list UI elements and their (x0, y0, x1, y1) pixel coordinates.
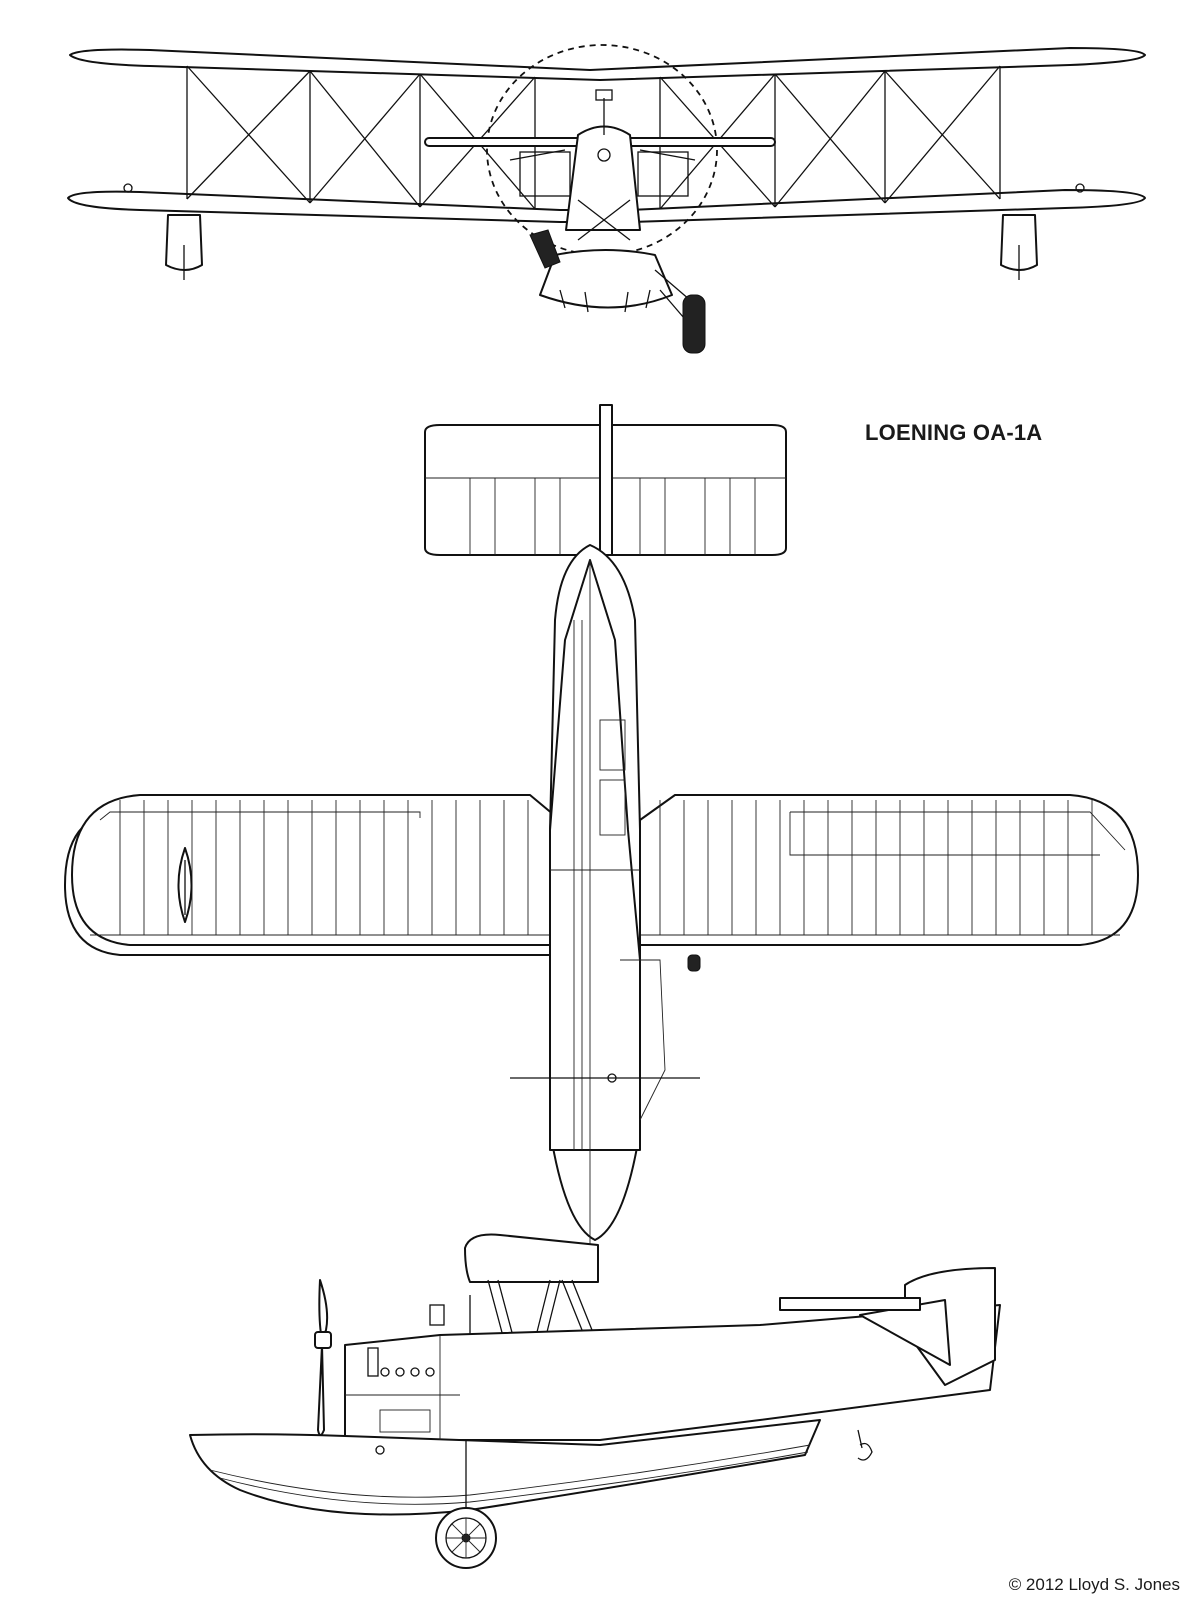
copyright-credit: © 2012 Lloyd S. Jones (1008, 1575, 1180, 1594)
top-right-wing-main (639, 794, 1139, 946)
side-view (189, 1233, 1001, 1569)
front-view (67, 44, 1146, 354)
front-lower-wing (67, 189, 1146, 223)
propeller-disc (486, 44, 718, 256)
side-fin-rudder (904, 1267, 996, 1386)
side-propeller (317, 1279, 329, 1436)
side-upper-wing (464, 1233, 599, 1283)
front-wheel (682, 294, 706, 354)
front-main-float (539, 249, 673, 309)
front-upper-wing (69, 47, 1146, 81)
front-fuselage (565, 125, 641, 231)
top-view (64, 404, 1139, 1250)
top-left-tailplane (424, 424, 601, 556)
top-right-tailplane (611, 424, 787, 556)
front-left-tip-float (165, 214, 203, 271)
front-right-tip-float (1000, 214, 1038, 271)
drawing-title: LOENING OA-1A (865, 420, 1043, 445)
side-hull-float (189, 1419, 821, 1516)
top-left-wing-main (71, 794, 561, 946)
top-wing-ribs (119, 800, 1093, 935)
